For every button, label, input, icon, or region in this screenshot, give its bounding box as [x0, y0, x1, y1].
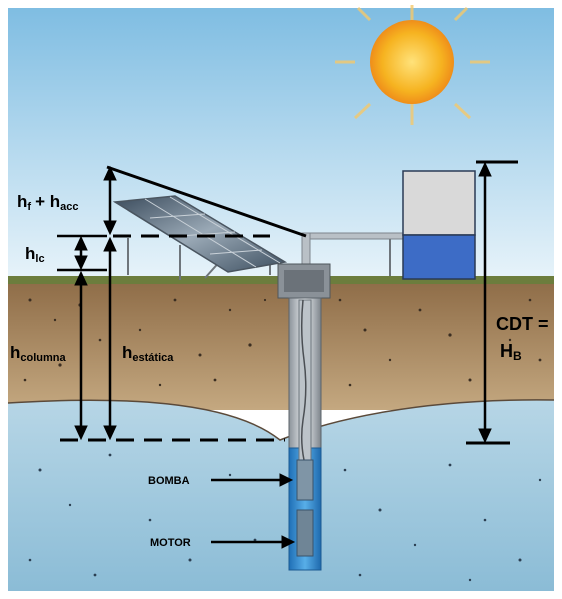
well-casing-icon — [277, 263, 331, 571]
label-hb: HB — [500, 341, 522, 363]
aquifer-zone — [8, 399, 554, 591]
label-bomba: BOMBA — [148, 475, 190, 487]
soil-layer — [8, 280, 554, 410]
label-hf-hacc: hf+ hacc — [17, 192, 78, 213]
label-motor: MOTOR — [150, 537, 191, 549]
sun-icon — [335, 5, 490, 125]
aquifer-speckles — [28, 453, 542, 582]
label-cdt: CDT = — [496, 314, 549, 334]
motor-body — [296, 509, 314, 557]
water-tank-icon — [402, 170, 476, 280]
label-hcolumna: hcolumna — [10, 343, 67, 364]
solar-panel-icon — [112, 195, 288, 280]
label-hestatica: hestática — [122, 343, 174, 364]
dimension-lines — [57, 160, 518, 549]
pump-body — [296, 459, 314, 501]
label-hlc: hlc — [25, 244, 45, 265]
